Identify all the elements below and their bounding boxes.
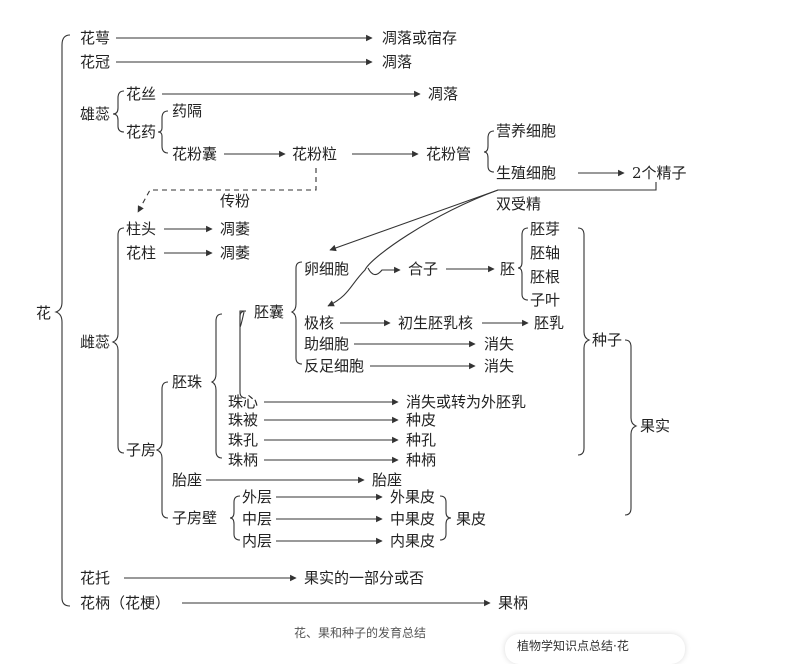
node-taizuo: 胎座 bbox=[172, 471, 202, 489]
node-taizuo-fate: 胎座 bbox=[372, 471, 402, 489]
node-diaoluo-suxun: 凋落或宿存 bbox=[382, 29, 457, 47]
node-zhuxin: 珠心 bbox=[228, 393, 258, 411]
node-guopi: 果皮 bbox=[456, 510, 486, 528]
node-peizhou: 胚轴 bbox=[530, 244, 560, 262]
node-peiya: 胚芽 bbox=[530, 220, 560, 238]
node-diaowei-2: 凋萎 bbox=[220, 244, 250, 262]
node-waiceng: 外层 bbox=[242, 488, 272, 506]
node-hezi: 合子 bbox=[408, 260, 438, 278]
node-huafenli: 花粉粒 bbox=[292, 145, 337, 163]
node-huafennang: 花粉囊 bbox=[172, 145, 217, 163]
node-jihe: 极核 bbox=[304, 314, 334, 332]
node-zhongbing: 种柄 bbox=[406, 451, 436, 469]
node-shuangshoujing: 双受精 bbox=[496, 195, 541, 213]
node-zhubei: 珠被 bbox=[228, 411, 258, 429]
node-huabing: 花柄（花梗） bbox=[80, 594, 170, 612]
node-neiceng: 内层 bbox=[242, 532, 272, 550]
node-huazhu: 花柱 bbox=[126, 244, 156, 262]
node-jingzi: 2个精子 bbox=[632, 164, 687, 182]
node-huatuo-fate: 果实的一部分或否 bbox=[304, 569, 424, 587]
node-xiaoshi-1: 消失 bbox=[484, 335, 514, 353]
node-zifangbi: 子房壁 bbox=[172, 509, 217, 527]
node-chuanfen: 传粉 bbox=[220, 192, 250, 210]
node-pei: 胚 bbox=[500, 260, 515, 278]
node-peizhu: 胚珠 bbox=[172, 373, 202, 391]
node-zhubing: 珠柄 bbox=[228, 451, 258, 469]
node-zhuxin-fate: 消失或转为外胚乳 bbox=[406, 393, 526, 411]
figure-caption: 花、果和种子的发育总结 bbox=[293, 626, 426, 640]
node-peigen: 胚根 bbox=[530, 268, 560, 286]
node-huafenguan: 花粉管 bbox=[426, 145, 471, 163]
node-huatuo: 花托 bbox=[80, 569, 110, 587]
node-luanxibao: 卵细胞 bbox=[304, 260, 349, 278]
node-zhongzi: 种子 bbox=[592, 331, 622, 349]
node-guoshi: 果实 bbox=[640, 417, 670, 435]
node-zhongkong: 种孔 bbox=[406, 431, 436, 449]
node-xiongrui: 雄蕊 bbox=[80, 105, 110, 123]
node-zhukong: 珠孔 bbox=[228, 431, 258, 449]
node-huayao: 花药 bbox=[126, 123, 156, 141]
node-neiguopi: 内果皮 bbox=[390, 532, 435, 550]
node-shengzhi: 生殖细胞 bbox=[496, 164, 556, 182]
node-chusheng: 初生胚乳核 bbox=[398, 314, 473, 332]
node-cirui: 雌蕊 bbox=[80, 333, 110, 351]
node-zhongguopi: 中果皮 bbox=[390, 510, 435, 528]
node-huaguan: 花冠 bbox=[80, 53, 110, 71]
node-ziye: 子叶 bbox=[530, 291, 560, 309]
node-zhuxibao: 助细胞 bbox=[304, 335, 349, 353]
node-xiaoshi-2: 消失 bbox=[484, 357, 514, 375]
node-fanzu: 反足细胞 bbox=[304, 357, 364, 375]
node-zhongpi: 种皮 bbox=[406, 411, 436, 429]
arrow-lines bbox=[116, 34, 657, 607]
node-huasi: 花丝 bbox=[126, 85, 156, 103]
node-zifang: 子房 bbox=[126, 441, 156, 459]
flower-development-diagram: 花 花萼 凋落或宿存 花冠 凋落 雄蕊 花丝 凋落 花药 药隔 花粉囊 花粉粒 … bbox=[36, 29, 687, 612]
node-yaoge: 药隔 bbox=[172, 102, 202, 120]
node-zhutou: 柱头 bbox=[126, 220, 156, 238]
node-peinang: 胚囊 bbox=[254, 303, 284, 321]
watermark-badge: 植物学知识点总结·花 bbox=[505, 634, 685, 664]
node-guobing: 果柄 bbox=[498, 594, 528, 612]
node-peiru: 胚乳 bbox=[534, 314, 564, 332]
node-labels: 花 花萼 凋落或宿存 花冠 凋落 雄蕊 花丝 凋落 花药 药隔 花粉囊 花粉粒 … bbox=[36, 29, 687, 612]
node-diaoluo-2: 凋落 bbox=[428, 85, 458, 103]
node-waiguopi: 外果皮 bbox=[390, 488, 435, 506]
node-diaowei-1: 凋萎 bbox=[220, 220, 250, 238]
node-zhongceng: 中层 bbox=[242, 510, 272, 528]
brace-lines bbox=[54, 34, 638, 607]
node-diaoluo-1: 凋落 bbox=[382, 53, 412, 71]
node-huae: 花萼 bbox=[80, 29, 110, 47]
node-yingyang: 营养细胞 bbox=[496, 122, 556, 140]
node-hua: 花 bbox=[36, 304, 51, 322]
